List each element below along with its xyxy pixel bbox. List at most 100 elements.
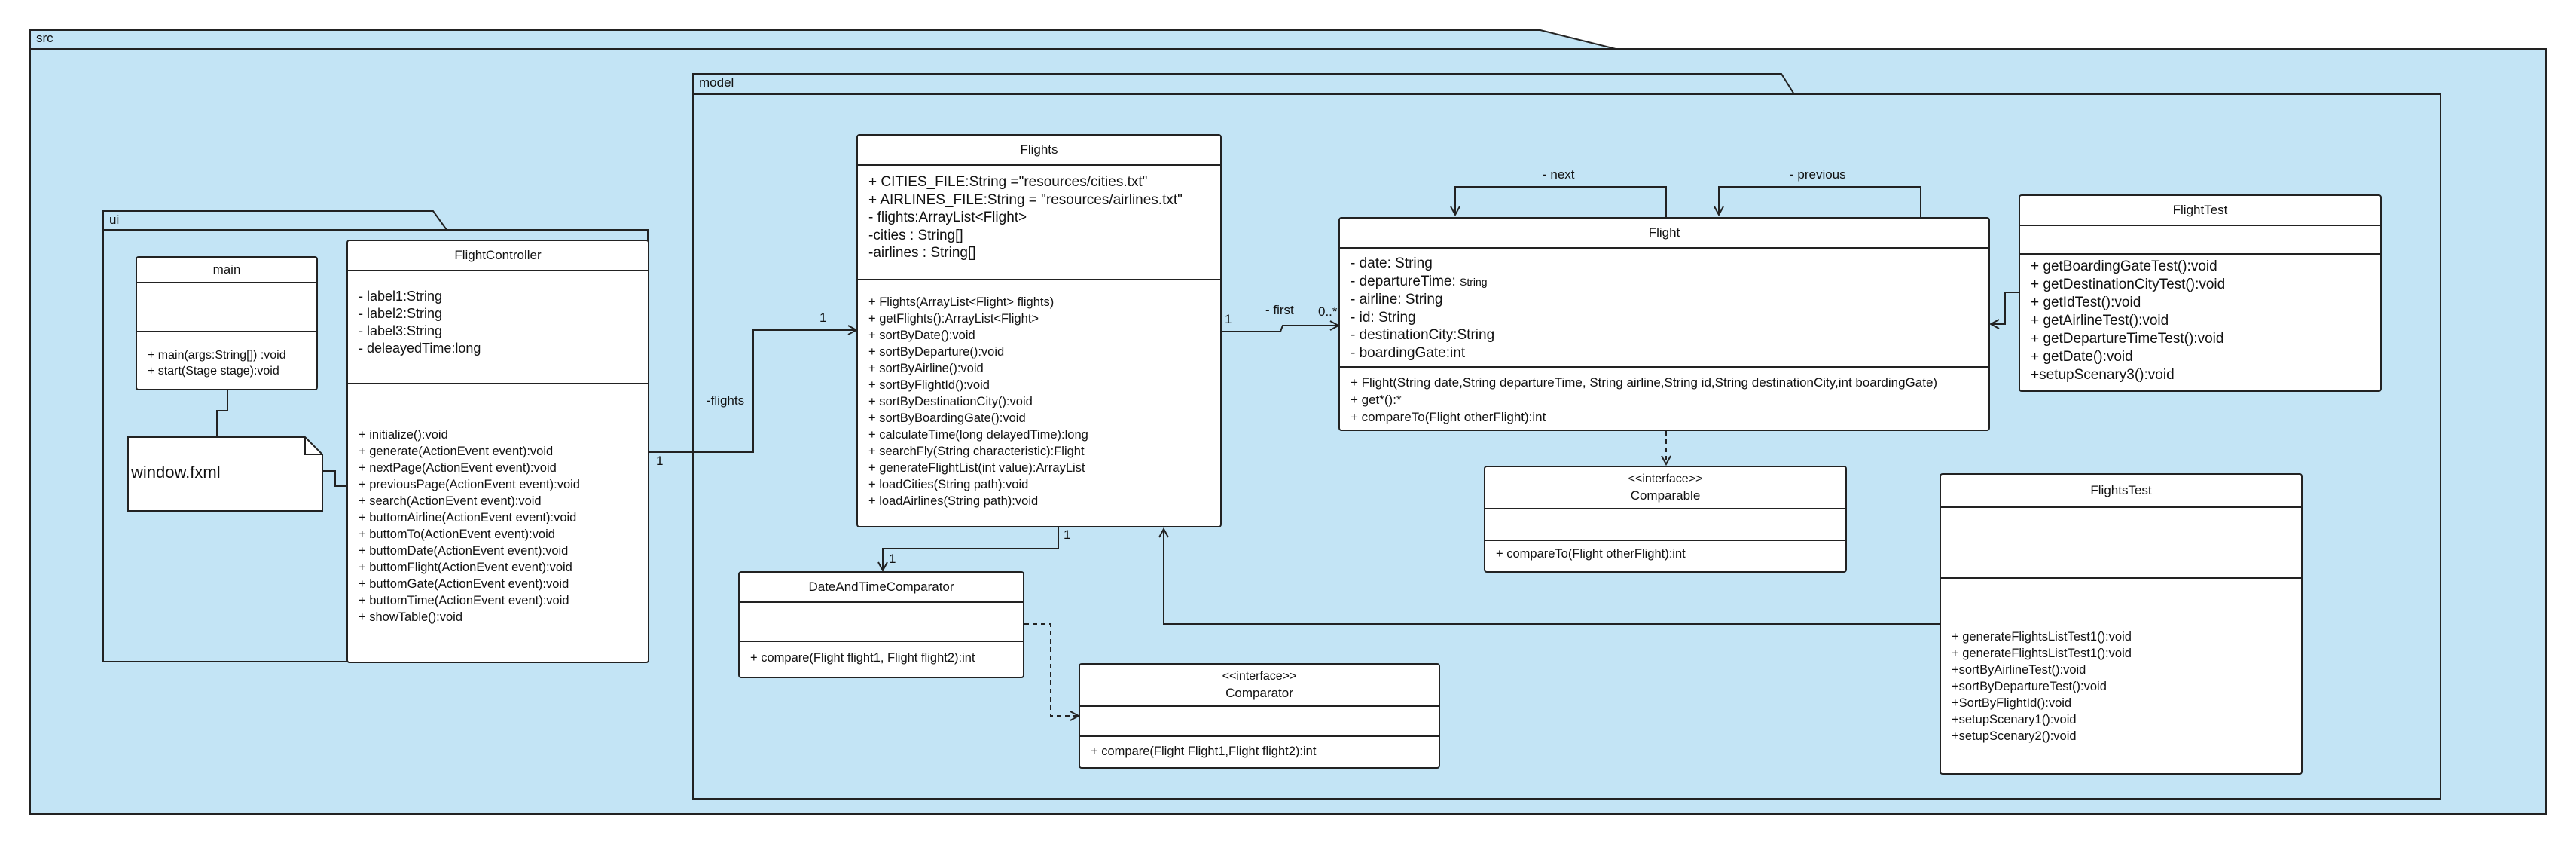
attribute: -cities : String[] bbox=[868, 227, 963, 243]
method: + search(ActionEvent event):void bbox=[359, 494, 542, 508]
method: + buttomFlight(ActionEvent event):void bbox=[359, 561, 572, 574]
method: + compareTo(Flight otherFlight):int bbox=[1351, 410, 1546, 424]
class-comparator[interactable]: <<interface>> Comparator + compare(Fligh… bbox=[1079, 663, 1440, 769]
attribute: - date: String bbox=[1351, 255, 1433, 271]
class-name: FlightsTest bbox=[1941, 475, 2301, 508]
class-name: Flights bbox=[858, 136, 1220, 166]
method: + getDestinationCityTest():void bbox=[2031, 277, 2226, 292]
flight-previous-association bbox=[1719, 186, 1921, 219]
methods-section: + getBoardingGateTest():void + getDestin… bbox=[2020, 255, 2380, 389]
method: + getFlights():ArrayList<Flight> bbox=[868, 312, 1039, 326]
method: +setupScenary2():void bbox=[1952, 729, 2077, 743]
class-flights-test[interactable]: FlightsTest + generateFlightsListTest1()… bbox=[1940, 473, 2303, 775]
method: + start(Stage stage):void bbox=[148, 365, 279, 378]
class-name: DateAndTimeComparator bbox=[740, 573, 1023, 603]
method: + compareTo(Flight otherFlight):int bbox=[1496, 547, 1686, 561]
label-comparator-target-multiplicity: 1 bbox=[889, 552, 896, 566]
method: + showTable():void bbox=[359, 610, 463, 624]
class-date-and-time-comparator[interactable]: DateAndTimeComparator + compare(Flight f… bbox=[738, 571, 1024, 678]
attributes-section bbox=[1080, 707, 1439, 737]
methods-section: + main(args:String[]) :void + start(Stag… bbox=[137, 332, 316, 384]
method: + generateFlightList(int value):ArrayLis… bbox=[868, 461, 1085, 475]
label-flights-role: -flights bbox=[707, 393, 745, 408]
method: + buttomDate(ActionEvent event):void bbox=[359, 544, 569, 558]
method: +setupScenary1():void bbox=[1952, 713, 2077, 726]
stereotype: <<interface>> bbox=[1222, 670, 1297, 683]
method: + getBoardingGateTest():void bbox=[2031, 258, 2217, 274]
label-previous-role: - previous bbox=[1790, 167, 1846, 182]
methods-section: + Flights(ArrayList<Flight> flights) + g… bbox=[858, 280, 1220, 514]
methods-section: + compareTo(Flight otherFlight):int bbox=[1485, 541, 1845, 567]
methods-section: + Flight(String date,String departureTim… bbox=[1340, 368, 1988, 430]
package-src-label: src bbox=[36, 31, 53, 45]
method: + buttomGate(ActionEvent event):void bbox=[359, 577, 569, 591]
flight-next-association bbox=[1455, 186, 1667, 219]
method: + searchFly(String characteristic):Fligh… bbox=[868, 445, 1085, 458]
method: + initialize():void bbox=[359, 428, 448, 442]
attribute: - departureTime: String bbox=[1351, 273, 1978, 292]
note-text: window.fxml bbox=[131, 463, 221, 482]
method: + nextPage(ActionEvent event):void bbox=[359, 461, 557, 475]
package-ui-label: ui bbox=[109, 213, 120, 227]
flighttest-flight-association bbox=[1991, 292, 2019, 324]
attribute-type: String bbox=[1460, 275, 1488, 288]
label-first-source-multiplicity: 1 bbox=[1225, 312, 1232, 326]
class-name: FlightTest bbox=[2020, 196, 2380, 226]
methods-section: + compare(Flight Flight1,Flight flight2)… bbox=[1080, 737, 1439, 764]
label-first-role: - first bbox=[1265, 303, 1294, 317]
flights-flight-association bbox=[1222, 326, 1338, 332]
attributes-section bbox=[740, 603, 1023, 642]
method: + generateFlightsListTest1():void bbox=[1952, 647, 2132, 660]
label-controller-multiplicity: 1 bbox=[656, 454, 664, 468]
attributes-section bbox=[1941, 508, 2301, 579]
class-header: <<interface>> Comparable bbox=[1485, 467, 1845, 509]
class-flight[interactable]: Flight - date: String - departureTime: S… bbox=[1338, 217, 1990, 431]
attribute: - flights:ArrayList<Flight> bbox=[868, 209, 1027, 225]
method: +sortByAirlineTest():void bbox=[1952, 663, 2086, 677]
attribute: - label2:String bbox=[359, 306, 443, 321]
method: +SortByFlightId():void bbox=[1952, 696, 2072, 710]
class-name: Comparable bbox=[1630, 488, 1701, 503]
class-name: main bbox=[137, 258, 316, 283]
method: + calculateTime(long delayedTime):long bbox=[868, 428, 1088, 442]
method: + loadAirlines(String path):void bbox=[868, 494, 1039, 508]
class-main[interactable]: main + main(args:String[]) :void + start… bbox=[136, 256, 318, 390]
method: + sortByDeparture():void bbox=[868, 345, 1005, 359]
label-first-target-multiplicity: 0..* bbox=[1318, 304, 1338, 319]
attribute: - boardingGate:int bbox=[1351, 344, 1466, 361]
flightstest-flights-association bbox=[1164, 529, 1940, 625]
method: + buttomTo(ActionEvent event):void bbox=[359, 528, 555, 541]
method: +sortByDepartureTest():void bbox=[1952, 680, 2107, 693]
class-comparable[interactable]: <<interface>> Comparable + compareTo(Fli… bbox=[1484, 466, 1847, 573]
attribute: + AIRLINES_FILE:String = "resources/airl… bbox=[868, 191, 1183, 208]
class-name: Comparator bbox=[1225, 686, 1293, 700]
method: + main(args:String[]) :void bbox=[148, 349, 286, 362]
method: + sortByDate():void bbox=[868, 329, 975, 342]
attribute: - deleayedTime:long bbox=[359, 341, 481, 356]
method: + getAirlineTest():void bbox=[2031, 313, 2169, 329]
attributes-section: + CITIES_FILE:String ="resources/cities.… bbox=[858, 166, 1220, 280]
attribute-text: - departureTime: bbox=[1351, 273, 1460, 289]
method: + generate(ActionEvent event):void bbox=[359, 445, 554, 458]
methods-section: + generateFlightsListTest1():void + gene… bbox=[1941, 579, 2301, 749]
attributes-section bbox=[2020, 226, 2380, 255]
method: + getDate():void bbox=[2031, 349, 2133, 365]
method: + sortByDestinationCity():void bbox=[868, 395, 1033, 408]
method: + previousPage(ActionEvent event):void bbox=[359, 478, 580, 491]
method: + getIdTest():void bbox=[2031, 295, 2141, 310]
class-flight-controller[interactable]: FlightController - label1:String - label… bbox=[346, 240, 649, 663]
method: + sortByFlightId():void bbox=[868, 378, 990, 392]
attribute: + CITIES_FILE:String ="resources/cities.… bbox=[868, 174, 1148, 190]
method: +setupScenary3():void bbox=[2031, 367, 2175, 383]
method: + compare(Flight flight1, Flight flight2… bbox=[750, 651, 975, 665]
method: + compare(Flight Flight1,Flight flight2)… bbox=[1091, 745, 1317, 758]
note-controller-link bbox=[322, 470, 346, 487]
attributes-section bbox=[1485, 509, 1845, 541]
class-header: <<interface>> Comparator bbox=[1080, 665, 1439, 707]
note-window-fxml bbox=[127, 436, 323, 512]
class-flights[interactable]: Flights + CITIES_FILE:String ="resources… bbox=[856, 134, 1222, 528]
method: + Flight(String date,String departureTim… bbox=[1351, 375, 1938, 390]
flights-comparator-association bbox=[883, 528, 1059, 570]
class-flight-test[interactable]: FlightTest + getBoardingGateTest():void … bbox=[2019, 194, 2382, 392]
main-note-link bbox=[216, 390, 228, 437]
